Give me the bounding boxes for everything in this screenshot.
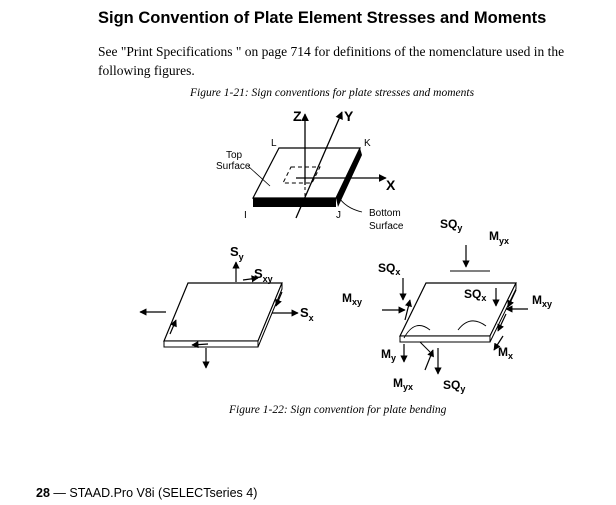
corner-k-label: K: [364, 138, 371, 149]
figure-1-22-bending-diagram: SQy Myx SQx SQx Mxy Mxy My Mx Myx SQy: [342, 217, 552, 394]
sx-label: Sx: [300, 305, 314, 323]
shear-right-arrow: [275, 291, 283, 307]
footer-dash: —: [49, 486, 70, 500]
bottom-label: Bottom: [369, 208, 401, 219]
figure-1-22-stress-diagram: Sy Sxy Sx: [139, 244, 314, 369]
sqy-top-label: SQy: [440, 217, 462, 233]
intro-paragraph: See "Print Specifications " on page 714 …: [98, 44, 565, 78]
my-moment-arc: [403, 325, 431, 339]
my-label: My: [381, 347, 396, 363]
corner-i-label: I: [244, 210, 247, 221]
figure-1-21-plate-diagram: Z Y X L K I J Top Surface Bottom Surface: [216, 108, 404, 232]
page-number: 28: [36, 486, 50, 500]
shear-bottom-arrow: [191, 341, 209, 349]
sxy-label: Sxy: [254, 266, 273, 284]
corner-j-label: J: [336, 210, 341, 221]
figure-1-22-caption: Figure 1-22: Sign convention for plate b…: [229, 404, 447, 416]
myx-top-label: Myx: [489, 229, 509, 246]
x-label: X: [386, 177, 396, 193]
edge-arrow-left: [404, 299, 412, 321]
y-axis: [295, 111, 343, 219]
mx-arrow: [493, 335, 504, 351]
bottom-surface-leader: [337, 195, 363, 213]
shear-left-arrow: [169, 319, 177, 335]
footer-product: STAAD.Pro V8i (SELECTseries 4): [69, 486, 258, 500]
corner-l-label: L: [271, 138, 277, 149]
page-footer: 28 — STAAD.Pro V8i (SELECTseries 4): [36, 486, 257, 500]
mx-label: Mx: [498, 345, 513, 361]
bending-plate-side-edge: [489, 282, 517, 343]
mxy-right-label: Mxy: [532, 293, 552, 309]
sqy-bottom-label: SQy: [443, 378, 465, 394]
bottom-surface-label: Surface: [369, 221, 404, 232]
sqx-right-label: SQx: [464, 287, 486, 303]
section-heading: Sign Convention of Plate Element Stresse…: [98, 9, 547, 27]
top-label: Top: [226, 150, 243, 161]
myx-bottom-label: Myx: [393, 376, 413, 392]
bending-plate-top: [399, 282, 517, 337]
bending-plate-front-edge: [399, 335, 491, 343]
stress-plate-front-edge: [163, 340, 259, 348]
edge-arrow-right-2: [497, 313, 507, 332]
z-label: Z: [293, 108, 302, 124]
plate-front-edge: [253, 198, 336, 207]
top-surface-leader: [247, 165, 271, 187]
myx-bottom-arrow: [424, 349, 434, 371]
y-label: Y: [344, 108, 354, 124]
sy-label: Sy: [230, 244, 244, 262]
sxy-arrow: [242, 275, 259, 283]
mxy-left-label: Mxy: [342, 291, 362, 307]
sqx-left-label: SQx: [378, 261, 400, 277]
edge-arrow-right-1: [507, 289, 517, 308]
mx-moment-arc: [457, 320, 487, 331]
figure-1-21-caption: Figure 1-21: Sign conventions for plate …: [190, 87, 475, 99]
top-surface-label: Surface: [216, 161, 251, 172]
